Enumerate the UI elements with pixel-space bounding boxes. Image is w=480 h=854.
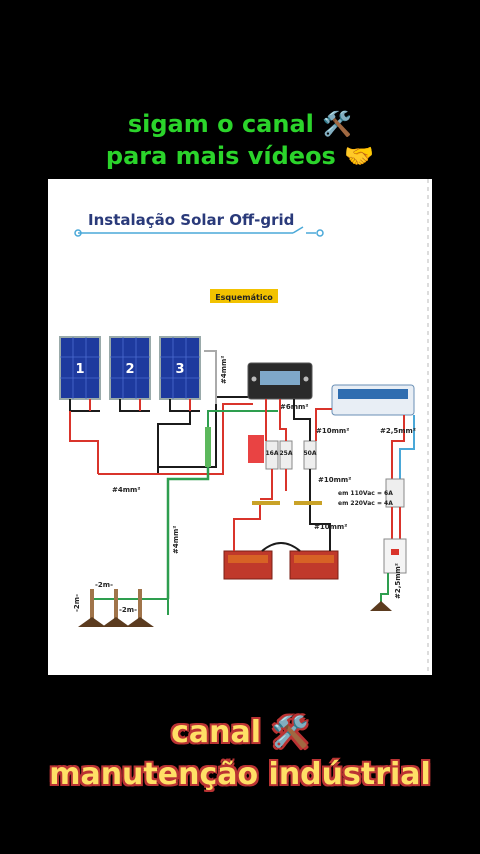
wire-label-ground-main: #4mm² [172,526,180,554]
top-caption: sigam o canal 🛠️ para mais vídeos 🤝 [0,108,480,172]
inverter [331,384,415,416]
wire-ac-neutral [399,415,415,479]
wire-label-battery: #10mm² [314,523,347,531]
wire-label-ground-ac: #2,5mm² [394,563,402,599]
ground-bar [205,427,211,467]
fuse-label-50a: 50A [304,450,317,457]
ground-spacing-bottom: -2m- [119,606,137,614]
solar-panel-1: 1 [59,336,101,400]
schematic-badge [210,289,278,303]
charge-controller [247,362,313,400]
fuse-16a: 16A [265,440,279,470]
ac-outlet [383,538,407,574]
solar-panel-3: 3 [159,336,201,400]
bottom-caption: canal 🛠️ manutenção indústrial [0,712,480,796]
top-caption-line1: sigam o canal 🛠️ [127,110,353,138]
bottom-caption-line1: canal 🛠️ [171,715,309,750]
panel-number-2: 2 [125,362,134,377]
wire-label-ac-out: #2,5mm² [380,427,416,435]
solar-panel-2: 2 [109,336,151,400]
badge-label: Esquemático [215,293,273,302]
wire-ground-main [166,467,210,599]
wire-ground-ac [380,573,389,604]
ground-rods [78,589,154,627]
surge-protector [248,435,264,463]
ac-breaker [385,478,405,508]
battery-2 [289,550,339,580]
bottom-caption-line2: manutenção indústrial [49,757,431,792]
breaker-note-220: em 220Vac = 4A [338,500,393,507]
wire-ac-phase [391,415,405,479]
diagram-title: Instalação Solar Off-grid [88,211,294,229]
breaker-note-110: em 110Vac = 6A [338,490,393,497]
wire-label-series: #4mm² [112,486,140,494]
panel-number-3: 3 [175,362,184,377]
fuse-25a: 25A [279,440,293,470]
ground-spacing-top: -2m- [95,581,113,589]
fuse-label-16a: 16A [266,450,279,457]
wire-string-positive [69,411,99,474]
ground-mound-ac [370,601,392,611]
top-caption-line2: para mais vídeos 🤝 [105,142,375,170]
wire-string-negative [157,411,191,474]
diagram-panel: Instalação Solar Off-grid Esquemático 1 … [48,179,432,675]
fuse-label-25a: 25A [280,450,293,457]
wire-label-panel-out: #4mm² [220,356,228,384]
wire-label-battery-bus: #10mm² [318,476,351,484]
wire-label-inverter-in: #10mm² [316,427,349,435]
battery-1 [223,550,273,580]
panel-number-1: 1 [75,362,84,377]
fuse-50a: 50A [303,440,317,470]
ground-spacing-left: -2m- [73,594,81,612]
wiring-diagram: Instalação Solar Off-grid Esquemático 1 … [59,179,429,675]
